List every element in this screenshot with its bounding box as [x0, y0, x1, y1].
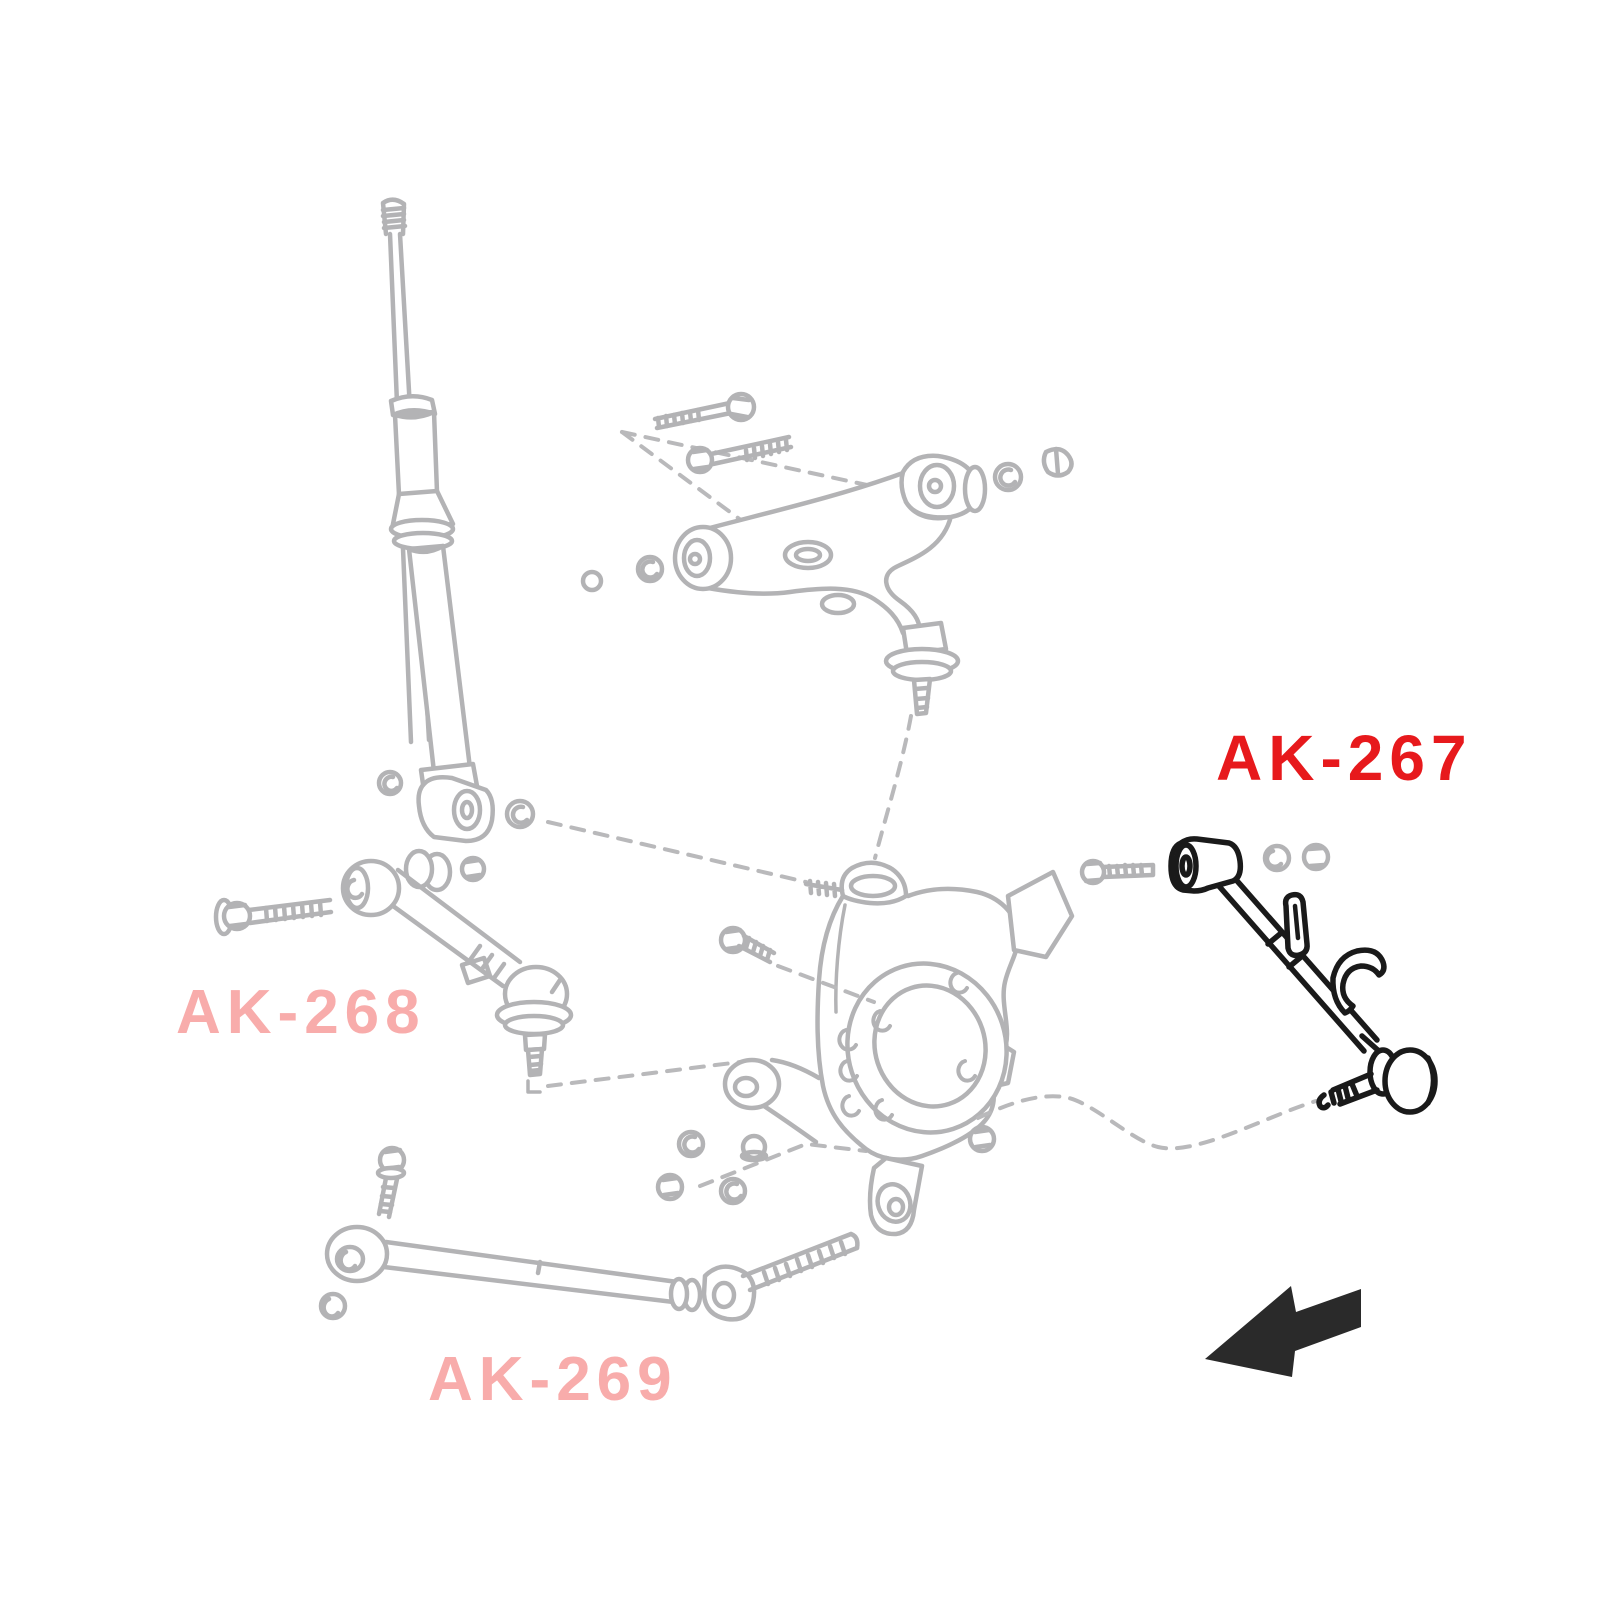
upper-control-arm-drawing	[580, 391, 1074, 717]
assembly-dashed-lines	[546, 430, 913, 1188]
direction-arrow-icon	[1205, 1286, 1361, 1377]
assembly-dashed-lines-front	[776, 964, 1318, 1151]
part-label-ak268: AK-268	[176, 978, 426, 1047]
knuckle-drawing	[718, 860, 1075, 1237]
part-label-ak269: AK-269	[428, 1345, 678, 1414]
ak268-link-drawing	[213, 858, 574, 1094]
ak269-rod-drawing	[318, 1129, 860, 1322]
ak267-link-drawing	[1079, 836, 1438, 1115]
shock-absorber-drawing	[376, 197, 536, 893]
part-label-ak267: AK-267	[1216, 722, 1473, 794]
